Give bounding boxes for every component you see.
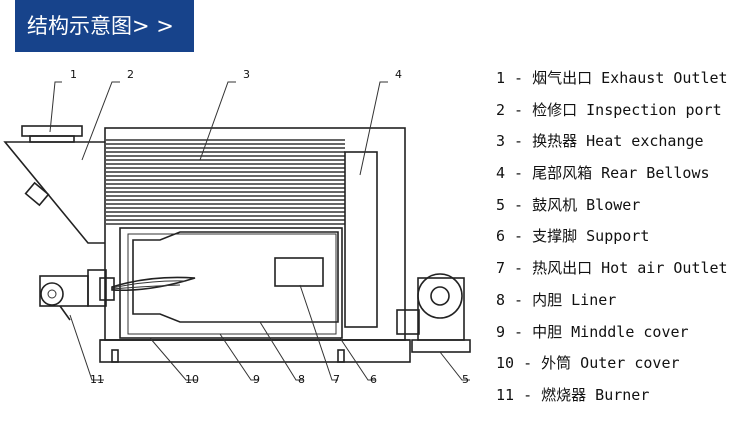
middle-cover <box>127 233 337 335</box>
callout-leader-2 <box>81 81 120 161</box>
callout-label-3: 3 <box>243 68 250 81</box>
heat-exchanger-fins <box>106 139 345 225</box>
callout-label-9: 9 <box>253 373 260 386</box>
legend-item-10: 10 - 外筒 Outer cover <box>496 354 680 373</box>
diagram-title-banner: 结构示意图> > <box>15 0 194 52</box>
callout-leader-5 <box>439 351 470 381</box>
blower <box>396 273 471 353</box>
callout-label-11: 11 <box>90 373 104 386</box>
legend-list: 1 - 烟气出口 Exhaust Outlet 2 - 检修口 Inspectio… <box>496 63 728 412</box>
callout-leader-4 <box>359 81 388 176</box>
legend-item-2: 2 - 检修口 Inspection port <box>496 100 722 119</box>
legend-item-11: 11 - 燃烧器 Burner <box>496 385 650 404</box>
diagram-title: 结构示意图> > <box>27 14 174 38</box>
callout-label-5: 5 <box>462 373 469 386</box>
callout-label-4: 4 <box>395 68 402 81</box>
callout-label-6: 6 <box>370 373 377 386</box>
legend-item-8: 8 - 内胆 Liner <box>496 290 617 309</box>
callout-label-7: 7 <box>333 373 340 386</box>
callout-leader-7 <box>299 284 338 381</box>
exhaust-outlet <box>21 125 83 143</box>
callout-leader-6 <box>339 337 375 381</box>
inspection-hopper <box>3 141 105 244</box>
burner <box>39 269 115 321</box>
callout-leader-11 <box>69 314 104 381</box>
callout-leader-8 <box>259 321 303 381</box>
outer-cover <box>119 227 343 339</box>
legend-item-5: 5 - 鼓风机 Blower <box>496 195 641 214</box>
liner <box>132 231 339 323</box>
callout-leaders: 1 2 3 4 5 6 7 8 9 10 11 <box>49 68 470 386</box>
rear-bellows <box>344 151 378 328</box>
callout-label-1: 1 <box>70 68 77 81</box>
callout-label-8: 8 <box>298 373 305 386</box>
legend-item-7: 7 - 热风出口 Hot air Outlet <box>496 259 728 278</box>
legend-item-1: 1 - 烟气出口 Exhaust Outlet <box>496 69 728 87</box>
legend-item-4: 4 - 尾部风箱 Rear Bellows <box>496 164 710 183</box>
outer-shell <box>99 127 411 363</box>
callout-label-10: 10 <box>185 373 199 386</box>
callout-leader-3 <box>199 81 236 161</box>
legend-item-9: 9 - 中胆 Minddle cover <box>496 322 689 341</box>
callout-label-2: 2 <box>127 68 134 81</box>
callout-leader-9 <box>219 333 258 381</box>
legend-item-6: 6 - 支撑脚 Support <box>496 227 650 246</box>
legend-item-3: 3 - 换热器 Heat exchange <box>496 132 704 151</box>
hot-air-outlet <box>274 257 324 287</box>
support-feet <box>111 349 345 363</box>
burner-flame <box>111 276 196 292</box>
callout-leader-1 <box>49 81 62 133</box>
callout-leader-10 <box>149 337 198 381</box>
